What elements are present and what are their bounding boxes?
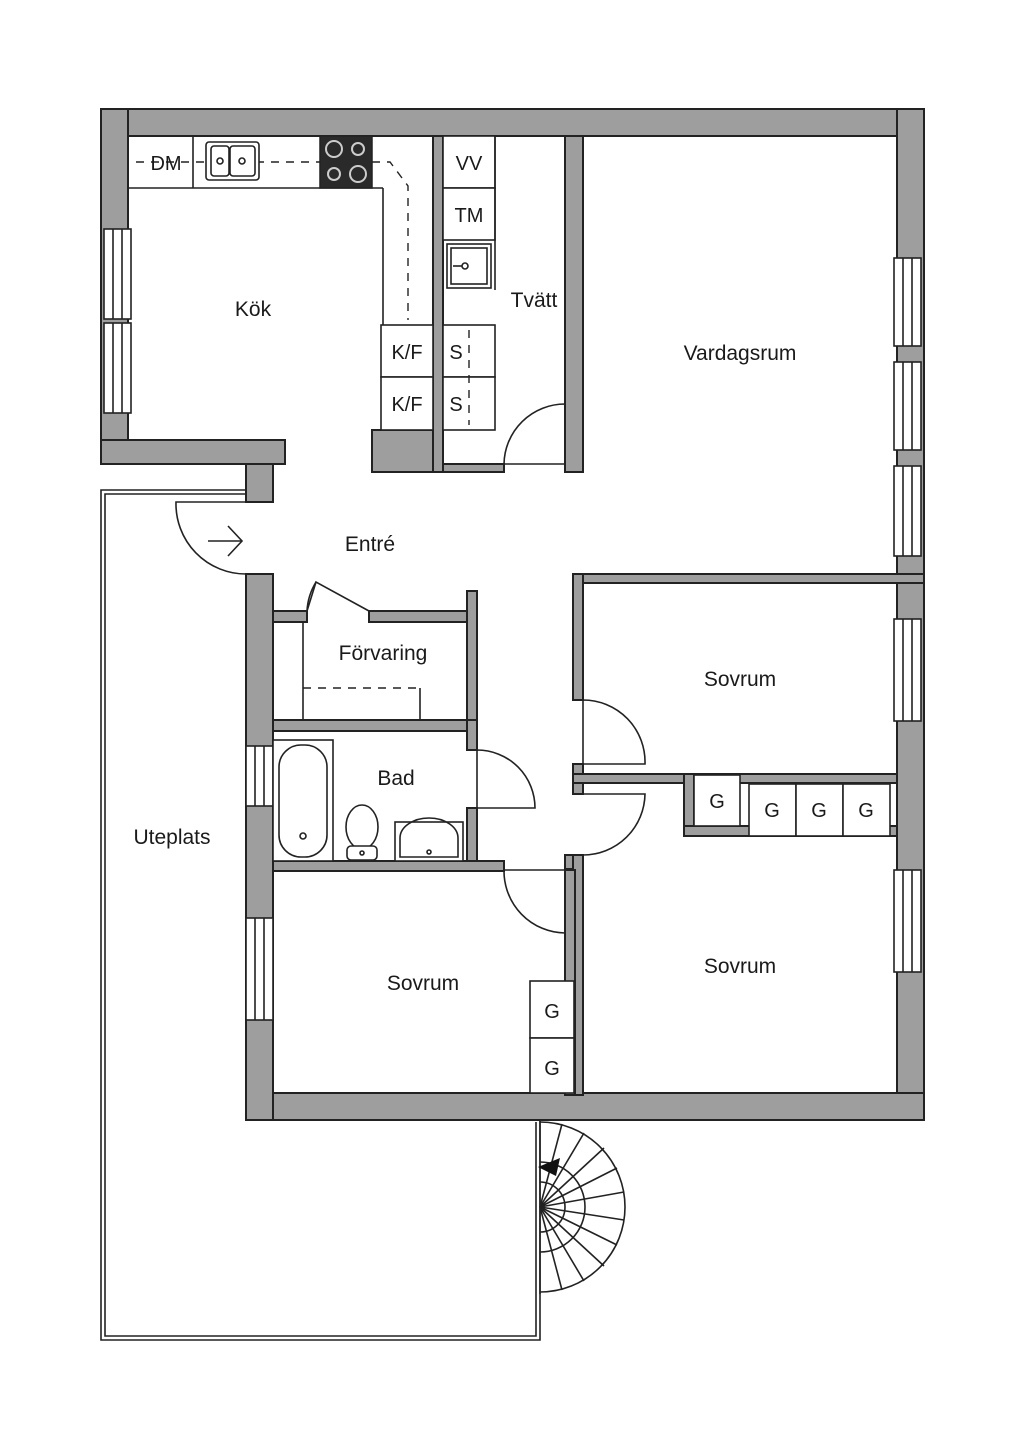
interior-walls	[272, 135, 925, 1096]
room-label-kitchen: Kök	[235, 298, 272, 321]
room-label-laundry: Tvätt	[511, 289, 558, 312]
room-label-bedroom-lower-right: Sovrum	[704, 955, 776, 978]
wardrobe-label-6: G	[544, 1058, 560, 1080]
windows	[103, 228, 922, 1021]
cabinet-label-2: S	[449, 394, 462, 416]
room-label-patio: Uteplats	[133, 826, 210, 849]
room-label-bedroom-upper-right: Sovrum	[704, 668, 776, 691]
patio-outline-inner	[104, 493, 537, 1337]
wardrobe-label-2: G	[764, 800, 780, 822]
kitchen-counter	[128, 135, 434, 431]
room-label-storage: Förvaring	[339, 642, 428, 665]
fridge-freezer-label-2: K/F	[391, 394, 422, 416]
storage-shelf	[302, 622, 421, 720]
dishwasher-label: DM	[150, 153, 181, 175]
room-label-bathroom: Bad	[377, 767, 414, 790]
entrance-arrow-icon	[208, 525, 244, 557]
laundry-fixtures	[442, 135, 496, 431]
wardrobe-label-1: G	[709, 791, 725, 813]
wardrobe-label-4: G	[858, 800, 874, 822]
doors	[175, 403, 646, 934]
exterior-walls	[100, 108, 925, 1121]
wardrobe-label-3: G	[811, 800, 827, 822]
spiral-staircase	[538, 1120, 626, 1294]
cabinet-label-1: S	[449, 342, 462, 364]
wardrobes	[529, 774, 891, 1094]
fridge-freezer-label-1: K/F	[391, 342, 422, 364]
room-label-bedroom-lower-left: Sovrum	[387, 972, 459, 995]
room-label-living: Vardagsrum	[684, 342, 797, 365]
washing-machine-label: VV	[456, 153, 483, 175]
wardrobe-label-5: G	[544, 1001, 560, 1023]
bathroom-fixtures	[272, 739, 464, 862]
dryer-label: TM	[455, 205, 484, 227]
room-label-entrance: Entré	[345, 533, 395, 556]
